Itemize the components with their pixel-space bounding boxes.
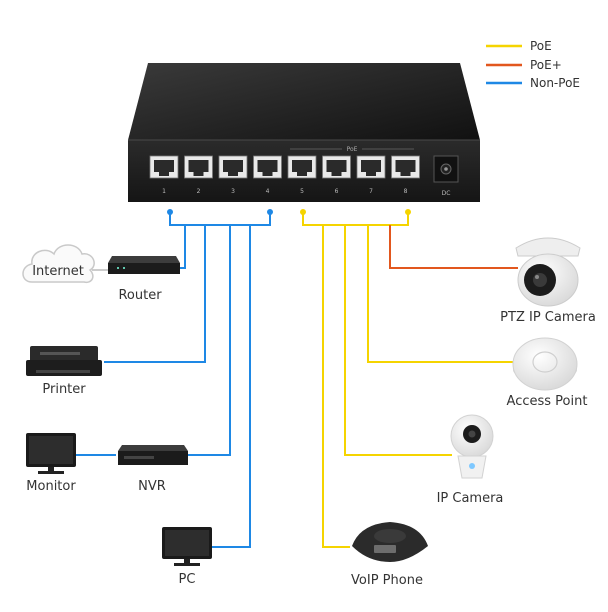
ethernet-port-5: 5 [287, 155, 317, 195]
switch-ports: 1 2 3 4 5 6 7 8 [149, 155, 420, 195]
cable-nvr [188, 224, 231, 456]
port-number-5: 5 [300, 188, 304, 195]
ethernet-port-6: 6 [322, 155, 351, 195]
legend: PoE PoE+ Non-PoE [486, 39, 580, 90]
legend-item-poe: PoE [486, 39, 552, 53]
poe-port-label: PoE [347, 146, 358, 153]
cable-bus-right [230, 212, 271, 226]
printer-device: Printer [26, 346, 102, 397]
port-number-3: 3 [231, 188, 235, 195]
port5-connector-dot [300, 209, 306, 215]
router-device: Router [108, 256, 180, 303]
monitor-device: Monitor [26, 433, 76, 494]
ethernet-port-4: 4 [253, 155, 282, 195]
legend-label-non-poe: Non-PoE [530, 76, 580, 90]
ethernet-port-1: 1 [149, 155, 179, 195]
nvr-device: NVR [118, 445, 188, 494]
poe-switch: 1 2 3 4 5 6 7 8 PoE DC [128, 63, 480, 202]
legend-item-poe-plus: PoE+ [486, 58, 562, 72]
router-top [108, 256, 180, 263]
ptz-camera-label: PTZ IP Camera [500, 310, 596, 325]
nvr-label: NVR [138, 479, 166, 494]
dc-label: DC [442, 190, 451, 197]
legend-label-poe-plus: PoE+ [530, 58, 562, 72]
cable-ptz-camera [389, 225, 518, 269]
cable-printer [104, 224, 206, 363]
ip-camera-label: IP Camera [437, 491, 504, 506]
port-number-2: 2 [197, 188, 201, 195]
monitor-label: Monitor [26, 479, 76, 494]
legend-label-poe: PoE [530, 39, 552, 53]
ethernet-port-7: 7 [356, 155, 386, 195]
internet-label: Internet [32, 264, 84, 279]
voip-phone-label: VoIP Phone [351, 573, 423, 588]
ptz-camera-device: PTZ IP Camera [500, 237, 596, 325]
cable-voip [302, 212, 350, 548]
ptz-camera-icon [515, 237, 581, 257]
port4-connector-dot [267, 209, 273, 215]
port1-connector-dot [167, 209, 173, 215]
ethernet-port-2: 2 [184, 155, 213, 195]
access-point-label: Access Point [507, 394, 588, 409]
cable-poe-bus-right [368, 212, 409, 226]
router-icon [108, 263, 180, 274]
legend-item-non-poe: Non-PoE [486, 76, 580, 90]
port-number-6: 6 [335, 188, 339, 195]
switch-top [128, 63, 480, 140]
printer-label: Printer [42, 382, 86, 397]
port-number-4: 4 [266, 188, 270, 195]
ethernet-port-8: 8 [391, 155, 420, 195]
ethernet-port-3: 3 [218, 155, 248, 195]
port-number-1: 1 [162, 188, 166, 195]
pc-label: PC [179, 572, 196, 587]
port-number-8: 8 [404, 188, 408, 195]
cable-pc [212, 225, 251, 548]
internet-cloud-icon: Internet [22, 244, 95, 284]
poe-cables [302, 212, 513, 548]
pc-device: PC [162, 527, 212, 587]
cable-ip-camera [323, 224, 452, 456]
cable-access-point [345, 224, 513, 363]
voip-phone-device: VoIP Phone [351, 522, 428, 588]
port8-connector-dot [405, 209, 411, 215]
ip-camera-device: IP Camera [437, 414, 504, 506]
non-poe-cables [76, 212, 271, 548]
access-point-device: Access Point [507, 337, 588, 409]
router-label: Router [118, 288, 162, 303]
dc-jack [433, 155, 459, 183]
port-number-7: 7 [369, 188, 373, 195]
